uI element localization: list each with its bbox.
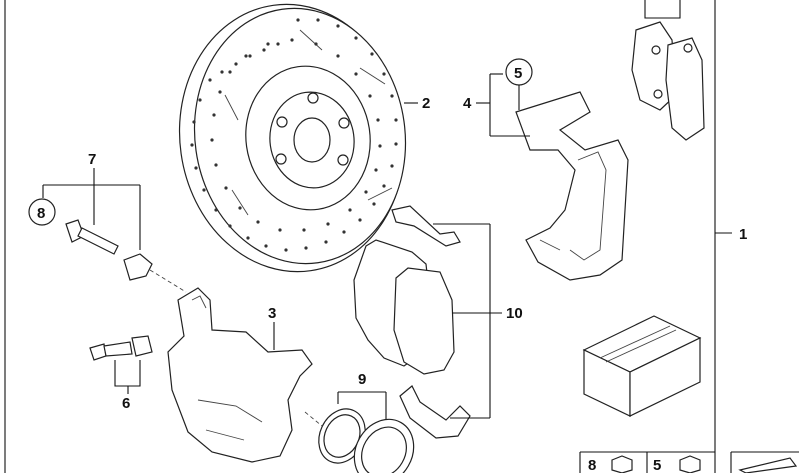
callout-carrier-small: 5 [514,65,522,82]
callout-carrier: 4 [463,95,472,112]
brake-pads [353,205,502,439]
callout-disc: 2 [422,95,430,112]
seal-kit [304,391,415,473]
disc-holes [190,18,398,252]
brake-caliper [167,287,313,463]
callout-caliper: 3 [268,305,276,322]
kit-box [582,315,702,417]
legend-item-a: 8 [588,457,596,473]
bleeder-screw [89,335,153,394]
caliper-carrier [476,58,629,281]
legend-item-b: 5 [653,457,661,473]
callout-bolt-small: 8 [37,205,45,222]
callout-bleeder: 6 [122,395,130,412]
callout-bolt-group: 7 [88,151,96,168]
callout-pads: 10 [506,305,523,322]
pads-small-set [631,0,705,141]
legend [579,451,799,473]
bolt-group [28,168,187,293]
kit-bracket [714,0,732,473]
callout-kit: 1 [739,226,747,243]
callout-seal-kit: 9 [358,371,366,388]
brake-disc [178,3,418,273]
